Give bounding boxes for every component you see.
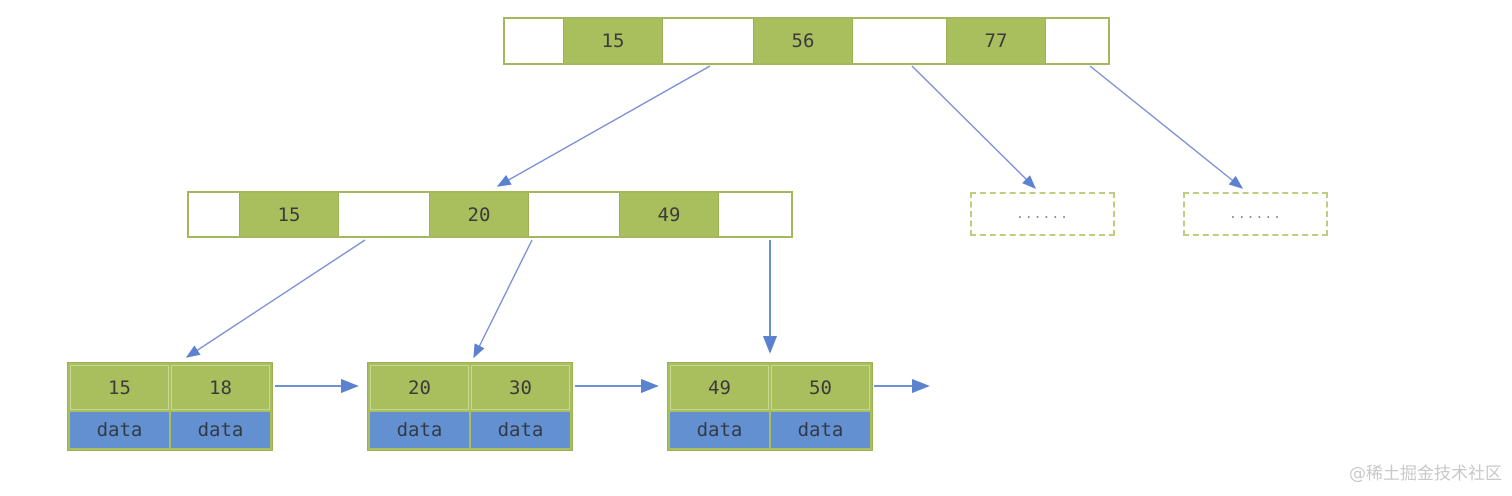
ellipsis-label: ......	[1229, 206, 1282, 222]
pointer-cell	[529, 193, 619, 236]
data-cell: data	[171, 412, 270, 448]
data-cell: data	[70, 412, 169, 448]
root-node: 15 56 77	[503, 17, 1110, 65]
key-cell: 20	[429, 193, 529, 236]
pointer-cell	[853, 19, 946, 63]
key-cell: 15	[563, 19, 663, 63]
pointer-cell	[1046, 19, 1108, 63]
internal-node: 15 20 49	[187, 191, 793, 238]
data-cell: data	[370, 412, 469, 448]
key-cell: 77	[946, 19, 1046, 63]
dashed-node-2: ......	[1183, 192, 1328, 236]
arrow-internal-to-leaf-2	[473, 239, 533, 359]
leaf-node-3: 49 50 data data	[667, 362, 873, 451]
key-cell: 18	[171, 365, 270, 410]
key-cell: 56	[753, 19, 853, 63]
key-cell: 49	[619, 193, 719, 236]
pointer-cell	[719, 193, 791, 236]
data-cell: data	[771, 412, 870, 448]
arrow-root-to-dashed-2	[1089, 65, 1244, 189]
pointer-cell	[189, 193, 239, 236]
arrow-internal-to-leaf-1	[185, 239, 366, 358]
dashed-node-1: ......	[970, 192, 1115, 236]
key-cell: 50	[771, 365, 870, 410]
data-cell: data	[670, 412, 769, 448]
key-cell: 15	[239, 193, 339, 236]
data-cell: data	[471, 412, 570, 448]
key-cell: 15	[70, 365, 169, 410]
arrow-root-to-internal	[496, 65, 711, 187]
watermark: @稀土掘金技术社区	[1349, 464, 1502, 484]
arrow-root-to-dashed-1	[911, 65, 1036, 189]
leaf-node-1: 15 18 data data	[67, 362, 273, 451]
key-cell: 49	[670, 365, 769, 410]
key-cell: 20	[370, 365, 469, 410]
ellipsis-label: ......	[1016, 206, 1069, 222]
pointer-cell	[339, 193, 429, 236]
key-cell: 30	[471, 365, 570, 410]
pointer-cell	[505, 19, 563, 63]
pointer-cell	[663, 19, 753, 63]
leaf-node-2: 20 30 data data	[367, 362, 573, 451]
